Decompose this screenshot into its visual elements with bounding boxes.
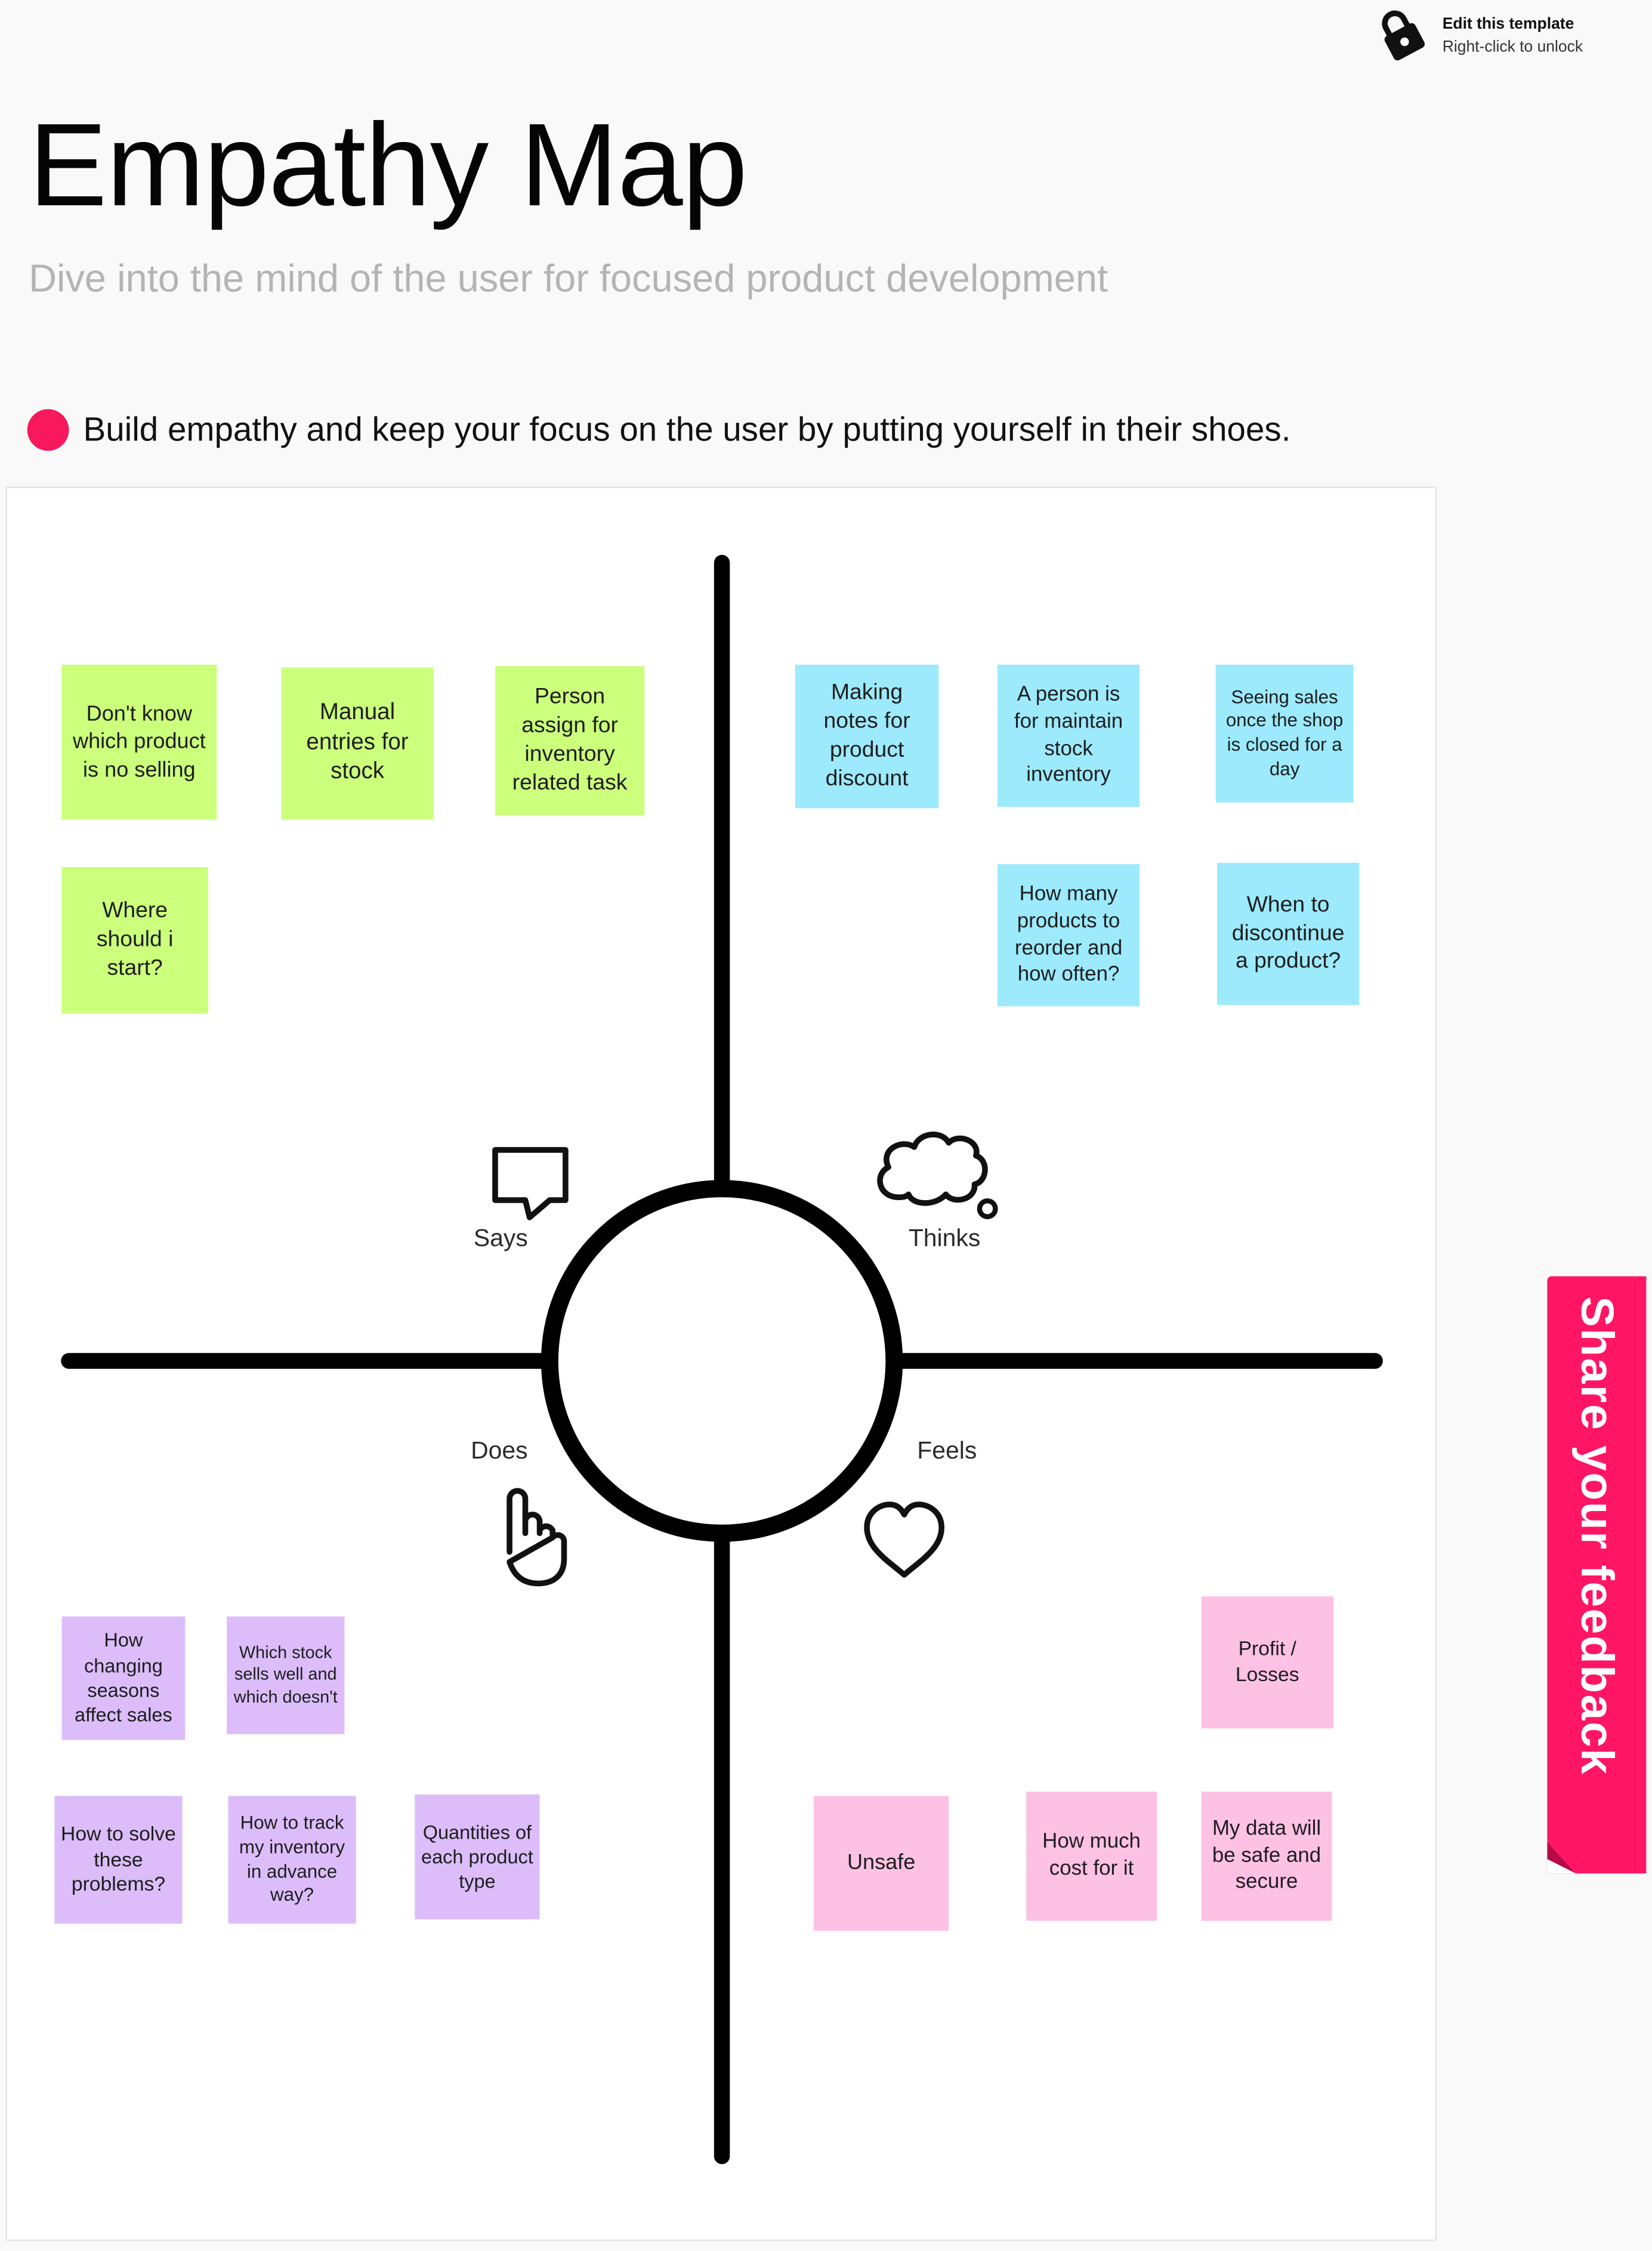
- thinks-label: Thinks: [908, 1224, 981, 1252]
- lock-icon: [1382, 10, 1425, 61]
- sticky-note-feels[interactable]: Unsafe: [814, 1796, 949, 1931]
- sticky-note-does[interactable]: Quantities of each product type: [415, 1794, 540, 1920]
- sticky-note-does[interactable]: How to solve these problems?: [54, 1796, 183, 1924]
- sticky-note-thinks[interactable]: Making notes for product discount: [795, 664, 939, 809]
- edit-template-hint[interactable]: Edit this template Right-click to unlock: [1375, 6, 1648, 63]
- sticky-note-does[interactable]: How changing seasons affect sales: [61, 1616, 186, 1740]
- sticky-note-thinks[interactable]: When to discontinue a product?: [1217, 862, 1360, 1005]
- pointing-hand-icon: [507, 1488, 567, 1587]
- sticky-note-thinks[interactable]: A person is for maintain stock inventory: [997, 664, 1140, 807]
- page-title: Empathy Map: [29, 100, 748, 232]
- heart-icon: [864, 1501, 944, 1578]
- center-circle: [541, 1180, 903, 1542]
- thought-cloud-icon: [877, 1131, 998, 1219]
- speech-bubble-icon: [492, 1147, 569, 1220]
- does-label: Does: [471, 1437, 528, 1464]
- tab-fold-corner: [1547, 1842, 1576, 1874]
- sticky-note-feels[interactable]: How much cost for it: [1026, 1791, 1157, 1921]
- sticky-note-thinks[interactable]: Seeing sales once the shop is closed for…: [1215, 664, 1354, 803]
- edit-template-label: Edit this template: [1442, 16, 1574, 33]
- sticky-note-feels[interactable]: Profit / Losses: [1201, 1596, 1333, 1729]
- instruction-bullet: [27, 409, 69, 451]
- says-label: Says: [473, 1224, 528, 1252]
- sticky-note-says[interactable]: Manual entries for stock: [281, 667, 434, 820]
- feels-label: Feels: [917, 1437, 977, 1464]
- share-feedback-label[interactable]: Share your feedback: [1571, 1296, 1623, 1776]
- sticky-note-says[interactable]: Where should i start?: [61, 867, 208, 1014]
- sticky-note-says[interactable]: Don't know which product is no selling: [61, 664, 217, 820]
- sticky-note-thinks[interactable]: How many products to reorder and how oft…: [997, 864, 1140, 1007]
- sticky-note-does[interactable]: Which stock sells well and which doesn't: [227, 1616, 345, 1734]
- instruction-text: Build empathy and keep your focus on the…: [83, 411, 1291, 448]
- sticky-note-does[interactable]: How to track my inventory in advance way…: [228, 1796, 356, 1924]
- sticky-note-says[interactable]: Person assign for inventory related task: [495, 666, 645, 816]
- sticky-note-feels[interactable]: My data will be safe and secure: [1201, 1791, 1332, 1921]
- unlock-instructions: Right-click to unlock: [1442, 38, 1583, 56]
- feedback-tab[interactable]: [1547, 1276, 1647, 1874]
- page-subtitle: Dive into the mind of the user for focus…: [29, 257, 1108, 300]
